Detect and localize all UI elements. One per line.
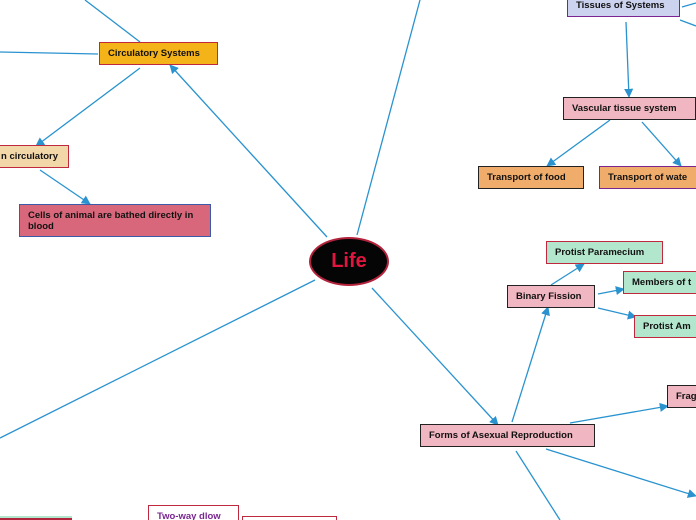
topic-transport-of-food[interactable]: Transport of food: [478, 166, 584, 189]
link-vascular-water: [641, 121, 682, 167]
link-tissues-vascular: [624, 21, 634, 98]
link-vascular-food: [546, 119, 611, 167]
link-asexual-offscreen-bottom: [515, 450, 561, 520]
link-binary-members: [597, 286, 625, 296]
topic-open-circulatory[interactable]: n circulatory: [0, 145, 69, 168]
topic-two-way-flow[interactable]: Two-way dlow: [148, 505, 239, 520]
link-circulatory-open: [35, 67, 141, 147]
partial-node-bottom-left[interactable]: [0, 516, 72, 520]
link-life-offscreen-left: [0, 279, 316, 439]
link-open-cells: [39, 169, 91, 205]
topic-fragmentation[interactable]: Frag: [667, 385, 696, 408]
topic-protist-amoeba[interactable]: Protist Am: [634, 315, 696, 338]
topic-circulatory-systems[interactable]: Circulatory Systems: [99, 42, 218, 65]
link-asexual-offscreen-right: [545, 448, 696, 498]
topic-members[interactable]: Members of t: [623, 271, 696, 294]
topic-forms-of-asexual-reproduction[interactable]: Forms of Asexual Reproduction: [420, 424, 595, 447]
partial-node-bottom-center[interactable]: [242, 516, 337, 520]
link-binary-paramecium: [550, 263, 585, 286]
link-asexual-frag: [569, 402, 669, 424]
topic-vascular-tissue-system[interactable]: Vascular tissue system: [563, 97, 696, 120]
link-binary-amoeba: [597, 307, 637, 320]
central-topic-life[interactable]: Life: [309, 237, 389, 286]
link-tissues-offscreen: [681, 2, 696, 8]
link-tissues-offscreen-2: [679, 19, 696, 27]
link-asexual-binary: [511, 306, 550, 423]
topic-protist-paramecium[interactable]: Protist Paramecium: [546, 241, 663, 264]
link-life-circulatory: [169, 64, 328, 238]
link-life-asexual: [371, 287, 499, 426]
link-circulatory-offscreen-top: [84, 0, 141, 43]
topic-cells-bathed-in-blood[interactable]: Cells of animal are bathed directly in b…: [19, 204, 211, 237]
link-circulatory-offscreen-left: [0, 51, 99, 55]
topic-tissues-of-systems[interactable]: Tissues of Systems: [567, 0, 680, 17]
topic-transport-of-water[interactable]: Transport of wate: [599, 166, 696, 189]
link-life-offscreen-top: [356, 0, 421, 236]
topic-binary-fission[interactable]: Binary Fission: [507, 285, 595, 308]
